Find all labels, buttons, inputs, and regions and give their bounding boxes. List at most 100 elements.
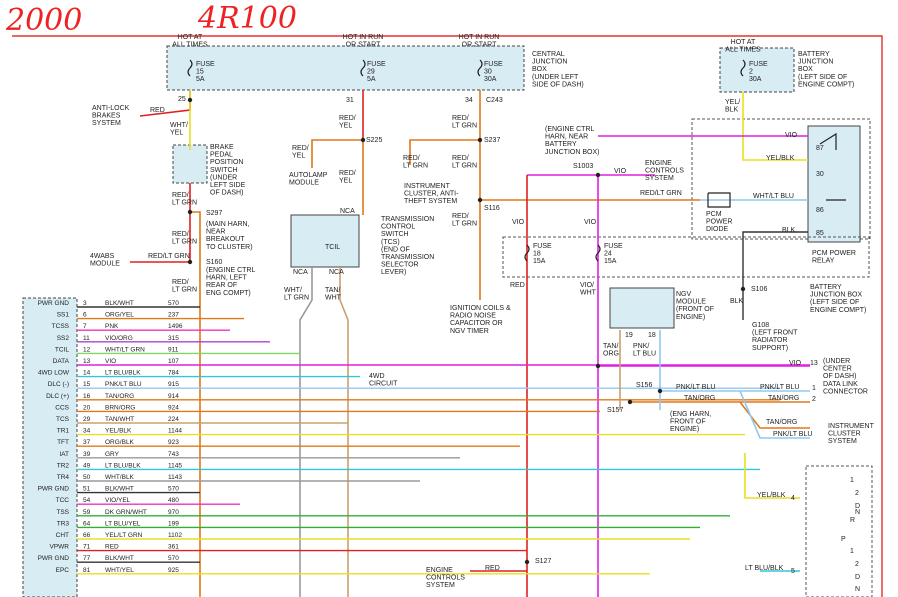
pcm-pin-number: 15 (83, 381, 91, 388)
relay-switch-icon (819, 132, 837, 150)
wire-label-tan-org: TAN/ORG (603, 343, 619, 358)
pcm-pin-name: TR3 (57, 520, 70, 527)
wire-label-tan-org-dlc: TAN/ORG (684, 395, 715, 402)
pcm-circuit-number: 914 (168, 393, 179, 400)
wire-label-vio-2: VIO (512, 219, 525, 226)
pcm-circuit-number: 570 (168, 486, 179, 493)
pcm-pin-name: SS2 (57, 335, 70, 342)
s1003-label: S1003 (573, 163, 593, 170)
pcm-wire-color: LT BLU/BLK (105, 370, 141, 377)
pcm-wire-color: VIO/YEL (105, 497, 131, 504)
fuse30-pin-label: 34 (465, 97, 473, 104)
pcm-circuit-number: 923 (168, 439, 179, 446)
wire-label-red-yel-3: RED/YEL (339, 170, 356, 185)
pcm-wire-color: GRY (105, 451, 120, 458)
pcm-wire-color: VIO (105, 358, 116, 365)
pcm-pin-number: 71 (83, 544, 91, 551)
dlc-wire-pnk-ltblu: PNK/LT BLU (760, 384, 799, 391)
pcm-circuit-number: 911 (168, 346, 179, 353)
tr-pin-4: 4 (791, 495, 795, 502)
s225-label: S225 (366, 137, 382, 144)
wire-label-red-s127: RED (485, 565, 500, 572)
pcm-pin-number: 14 (83, 370, 91, 377)
brake-switch-box (172, 144, 208, 184)
dlc-pin-1: 1 (812, 385, 816, 392)
pcm-wire-color: BLK/WHT (105, 486, 134, 493)
wire-label-vio-wht: VIO/WHT (580, 282, 597, 297)
pcm-pin-name: EPC (56, 567, 70, 574)
pcm-wire-color: ORG/BLK (105, 439, 135, 446)
pcm-circuit-number: 743 (168, 451, 179, 458)
pcm-pin-name: TCSS (52, 323, 70, 330)
pcm-wire-color: BRN/ORG (105, 404, 135, 411)
wire-label-pnk-ltblu-dlc: PNK/LT BLU (676, 384, 715, 391)
pcm-wire-color: LT BLU/YEL (105, 520, 141, 527)
pcm-pin-number: 20 (83, 404, 91, 411)
pcm-circuit-number: 925 (168, 567, 179, 574)
splice-point (524, 559, 530, 565)
pcm-circuit-number: 237 (168, 312, 179, 319)
pcm-wire-color: LT BLU/BLK (105, 462, 141, 469)
pcm-wire-color: YEL/BLK (105, 428, 132, 435)
pcm-circuit-number: 1143 (168, 474, 182, 481)
pcm-circuit-number: 107 (168, 358, 179, 365)
fuse24-icon (595, 244, 601, 262)
relay-pin-86: 86 (816, 207, 824, 214)
fuse18-icon (524, 244, 530, 262)
pcm-circuit-number: 1144 (168, 428, 182, 435)
pcm-pin-name: PWR GND (38, 555, 70, 562)
wire-label-red-ltgrn-pcm: RED/LT GRN (640, 190, 682, 197)
relay-pin-87: 87 (816, 145, 824, 152)
pcm-circuit-number: 784 (168, 370, 179, 377)
pcm-circuit-number: 970 (168, 509, 179, 516)
wire-label-red-yel-2: RED/YEL (292, 145, 309, 160)
pcm-wire-color: PNK (105, 323, 119, 330)
s156-label: S156 (636, 382, 652, 389)
wire-label-pnk-ltblu: PNK/LT BLU (633, 343, 656, 358)
selector-position-label: R (850, 517, 855, 524)
pcm-pin-number: 12 (83, 346, 91, 353)
pcm-pin-number: 54 (83, 497, 91, 504)
relay-pin-30: 30 (816, 171, 824, 178)
wire-label-red-ltgrn-6: RED/LT GRN (452, 213, 477, 228)
pcm-pin-name: CHT (56, 532, 69, 539)
pcm-pin-name: PWR GND (38, 486, 70, 493)
pcm-pin-name: TCC (56, 497, 70, 504)
wire-red-ltgrn-s297 (190, 211, 201, 597)
selector-position-label: 2 (855, 561, 859, 568)
wire-label-wht-ltblu: WHT/LT BLU (753, 193, 794, 200)
wire-label-red-2: RED (510, 282, 525, 289)
pcm-wire-color: YEL/LT GRN (105, 532, 143, 539)
pcm-pin-name: TR2 (57, 462, 70, 469)
wire-label-tan-wht: TAN/WHT (325, 287, 342, 302)
pcm-pin-number: 49 (83, 462, 91, 469)
wire-red-yel-autolamp (311, 139, 363, 168)
battery-junction-box-lower (502, 236, 870, 278)
wire-label-red-ltgrn-3: RED/LT GRN (452, 115, 477, 130)
relay-pin-85: 85 (816, 230, 824, 237)
wire-label-yel-blk: YEL/BLK (766, 155, 795, 162)
pcm-pin-name: TR1 (57, 428, 70, 435)
page-border (12, 35, 883, 597)
pcm-pin-number: 50 (83, 474, 91, 481)
pcm-pin-name: VPWR (50, 544, 70, 551)
fuse15-pin-label: 25 (178, 96, 186, 103)
wire-label-pnk-ltblu-ic: PNK/LT BLU (773, 431, 812, 438)
